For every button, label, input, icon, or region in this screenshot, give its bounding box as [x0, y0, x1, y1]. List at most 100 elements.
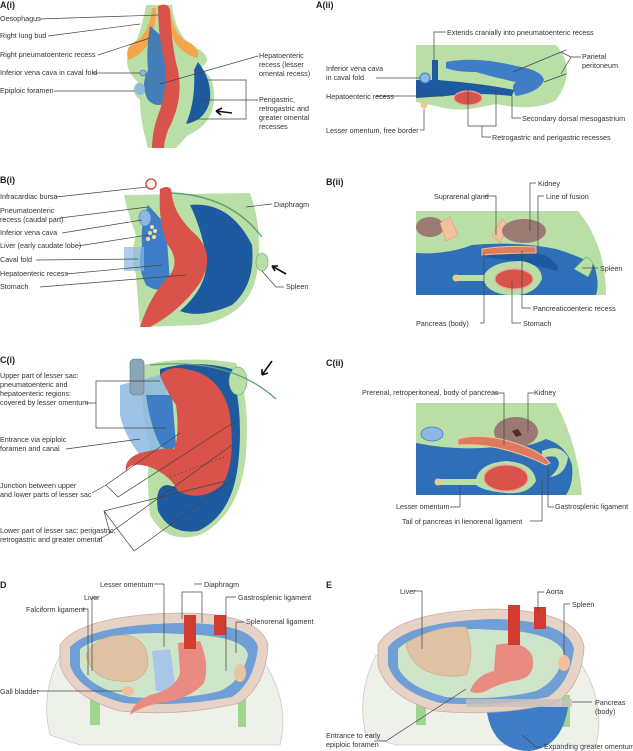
label-retrogastric-perigastric: Retrogastric and perigastric recesses	[492, 133, 611, 142]
label-ivc-caval-fold: Inferior vena cava in caval fold	[326, 64, 384, 82]
a-i-left-lung-bud	[166, 8, 199, 58]
label-kidney: Kidney	[534, 388, 556, 397]
label-suprarenal-gland: Suprarenal gland	[434, 192, 489, 201]
label-right-pneumatoenteric-recess: Right pneumatoenteric recess	[0, 50, 96, 59]
panel-title: A(ii)	[316, 0, 334, 10]
d-aorta	[214, 615, 226, 635]
d-liver	[85, 634, 149, 682]
c-ii-kidney-hilum	[512, 429, 522, 437]
c-i-spleen	[228, 366, 248, 396]
label-aorta: Aorta	[546, 587, 564, 596]
label-lower-part-lesser-sac: Lower part of lesser sac: perigastric, r…	[0, 526, 116, 544]
label-diaphragm: Diaphragm	[204, 580, 240, 589]
label-lesser-omentum: Lesser omentum	[396, 502, 450, 511]
label-perigastric-recesses: Perigastric, retrogastric and greater om…	[259, 95, 310, 131]
label-secondary-dorsal-mesogastrium: Secondary dorsal mesogastrium	[522, 114, 626, 123]
b-i-ivc	[138, 209, 152, 227]
c-ii-spleen	[542, 448, 568, 477]
d-gall-bladder	[122, 686, 134, 696]
b-i-arrow-icon	[271, 265, 287, 275]
label-entrance-early-epiploic: Entrance to early epiploic foramen	[326, 731, 381, 749]
label-expanding-greater-omentum: Expanding greater omentum	[544, 742, 633, 751]
panel-a-ii: A(ii) Extends cranially into pneumatoent…	[316, 0, 633, 165]
a-ii-hepatoenteric-recess	[416, 60, 514, 98]
c-i-diaphragm	[149, 363, 277, 400]
label-pancreas-body: Pancreas (body)	[416, 319, 469, 328]
b-i-stomach	[140, 187, 208, 327]
b-ii-spleen	[573, 256, 593, 278]
a-ii-secondary-dorsal-recess	[446, 59, 544, 96]
b-ii-stomach	[494, 268, 534, 290]
a-i-illustration	[39, 4, 259, 148]
c-i-lesser-sac-upper	[146, 395, 176, 450]
e-aorta	[534, 607, 546, 629]
label-caval-fold: Caval fold	[0, 255, 32, 264]
label-splenorenal-ligament: Splenorenal ligament	[246, 617, 314, 626]
label-pancreaticoenteric-recess: Pancreaticoenteric recess	[533, 304, 616, 313]
c-i-illustration	[65, 358, 277, 552]
b-i-diaphragm	[169, 192, 263, 238]
d-illustration	[38, 583, 284, 746]
b-i-greater-sac	[180, 204, 253, 314]
b-ii-lesser-omentum	[452, 274, 460, 282]
panel-title: A(i)	[0, 0, 15, 10]
label-pancreas-body: Pancreas (body)	[595, 698, 626, 716]
a-ii-ivc	[419, 72, 431, 84]
a-i-right-lung-bud	[127, 8, 156, 60]
label-gastrosplenic-ligament: Gastrosplenic ligament	[238, 593, 312, 602]
label-hepatoenteric-recess: Hepatoenteric recess	[0, 269, 68, 278]
label-spleen: Spleen	[600, 264, 623, 273]
label-line-of-fusion: Line of fusion	[546, 192, 589, 201]
panel-title: C(i)	[0, 355, 15, 365]
panel-c-ii: C(ii) Prerenal, retroperitoneal, body of…	[316, 335, 633, 555]
b-i-liver-caudate	[146, 225, 157, 241]
panel-b-ii: B(ii) Kidney Suprarenal gland Line of fu…	[316, 165, 633, 335]
b-ii-kidney	[502, 219, 546, 243]
label-liver-caudate: Liver (early caudate lobe)	[0, 241, 82, 250]
a-i-epiploic-foramen	[135, 83, 145, 95]
label-extends-cranially: Extends cranially into pneumatoenteric r…	[447, 28, 594, 37]
e-expanding-greater-omentum	[486, 705, 568, 751]
a-i-ivc	[139, 69, 147, 77]
b-i-infracardiac-bursa	[145, 178, 157, 190]
panel-title: E	[326, 580, 333, 590]
e-spleen	[558, 655, 570, 671]
e-stomach	[470, 643, 534, 693]
c-i-arrow-icon	[261, 360, 273, 376]
d-stomach	[130, 641, 207, 715]
label-spleen: Spleen	[286, 282, 309, 291]
panel-title: B(i)	[0, 175, 15, 185]
a-ii-lesser-omentum-free-border	[420, 101, 428, 109]
label-tail-pancreas: Tail of pancreas in lienorenal ligament	[402, 517, 523, 526]
label-entrance-epiploic: Entrance via epiploic foramen and canal	[0, 435, 67, 453]
label-upper-part-lesser-sac: Upper part of lesser sac: pneumatoenteri…	[0, 371, 89, 407]
label-epiploic-foramen: Epiploic foramen	[0, 86, 54, 95]
c-i-oesophagus-tube	[129, 358, 145, 396]
c-ii-illustration	[416, 392, 582, 522]
label-liver: Liver	[84, 593, 100, 602]
d-spleen	[234, 664, 246, 682]
b-ii-pancreas-body	[481, 245, 537, 256]
label-ivc-caval-fold: Inferior vena cava in caval fold	[0, 68, 98, 77]
d-oesophagus	[184, 615, 196, 649]
label-infracardiac-bursa: Infracardiac bursa	[0, 192, 58, 201]
a-ii-peritoneum	[416, 45, 567, 110]
b-ii-suprarenal-left	[439, 216, 459, 242]
label-oesophagus: Oesophagus	[0, 14, 41, 23]
label-gastrosplenic-ligament: Gastrosplenic ligament	[555, 502, 629, 511]
c-ii-left-kidney-vessel	[420, 426, 444, 442]
panel-title: B(ii)	[326, 177, 344, 187]
label-parietal-peritoneum: Parietal peritoneum	[582, 52, 618, 70]
panel-a-i: A(i) Oesophagus Right lung bud Right pne…	[0, 0, 316, 165]
e-pancreas	[466, 699, 572, 707]
label-lesser-omentum-free-border: Lesser omentum, free border	[326, 126, 419, 135]
a-i-oesophagus-stomach	[152, 4, 180, 148]
panel-c-i: C(i) Upper part of lesser sac: pneumatoe…	[0, 335, 316, 555]
c-ii-stomach	[483, 464, 529, 492]
d-lesser-sac-blue	[152, 649, 176, 691]
panel-title: C(ii)	[326, 358, 344, 368]
a-ii-illustration	[376, 31, 581, 138]
label-diaphragm: Diaphragm	[274, 200, 310, 209]
e-illustration	[362, 590, 600, 751]
b-i-illustration	[35, 178, 287, 327]
